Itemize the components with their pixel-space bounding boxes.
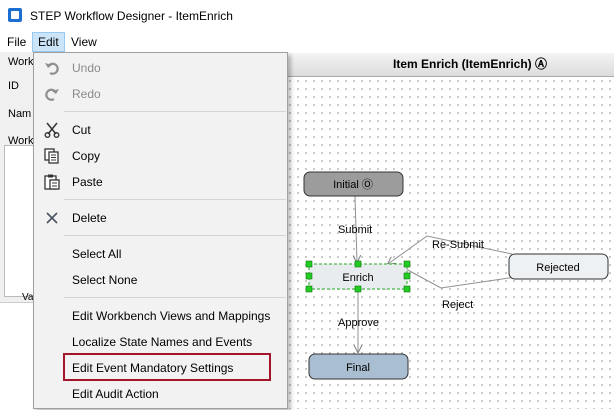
menu-item-delete[interactable]: Delete (34, 205, 287, 231)
workflow-list[interactable] (4, 145, 35, 297)
menu-separator (64, 297, 286, 298)
title-bar: STEP Workflow Designer - ItemEnrich (0, 0, 614, 32)
workflow-section-label: Work (8, 135, 34, 147)
state-rejected[interactable] (508, 253, 609, 280)
menu-item-label: Undo (72, 61, 101, 75)
menu-item-label: Paste (72, 175, 103, 189)
menu-separator (64, 235, 286, 236)
menu-item-label: Edit Workbench Views and Mappings (72, 309, 271, 323)
menu-item-label: Localize State Names and Events (72, 335, 253, 349)
edit-menu-dropdown: Undo Redo Cut Copy Pa (33, 52, 288, 409)
delete-x-icon (46, 212, 58, 224)
menu-item-label: Cut (72, 123, 91, 137)
workflow-diagram[interactable]: Submit Reject Re-Submit Approve Initial … (286, 76, 614, 409)
scissors-icon (44, 122, 60, 138)
menu-separator (64, 199, 286, 200)
paste-icon (44, 174, 60, 190)
menu-item-localize-state-names[interactable]: Localize State Names and Events (34, 329, 287, 355)
menu-item-edit-audit-action[interactable]: Edit Audit Action (34, 381, 287, 407)
transition-submit-line[interactable] (355, 195, 357, 262)
menu-bar: File Edit View (0, 32, 614, 52)
menu-separator (64, 111, 286, 112)
state-final-label: Final (346, 362, 370, 374)
menu-item-edit-event-mandatory[interactable]: Edit Event Mandatory Settings (34, 355, 287, 381)
menu-item-edit-workbench-views[interactable]: Edit Workbench Views and Mappings (34, 303, 287, 329)
menu-item-label: Delete (72, 211, 107, 225)
state-initial-label: Initial Ⓞ (333, 178, 373, 191)
menu-item-paste[interactable]: Paste (34, 169, 287, 195)
menu-item-label: Select None (72, 273, 138, 287)
canvas-title: Item Enrich (ItemEnrich) Ⓐ (392, 57, 548, 71)
menu-item-label: Copy (72, 149, 101, 163)
properties-panel: Work ID Nam Work Va (0, 52, 35, 410)
menu-item-select-all[interactable]: Select All (34, 241, 287, 267)
id-label: ID (8, 80, 19, 92)
workflow-label: Work (8, 56, 34, 68)
transition-reject-label: Reject (442, 299, 473, 311)
transition-resubmit-label: Re-Submit (432, 239, 484, 251)
highlight-box (63, 353, 271, 381)
menu-item-redo[interactable]: Redo (34, 81, 287, 107)
undo-icon (45, 62, 59, 75)
menu-file[interactable]: File (7, 35, 27, 49)
state-final[interactable] (308, 353, 409, 380)
transition-approve-label: Approve (338, 317, 379, 329)
transition-submit-label: Submit (338, 224, 372, 236)
transition-reject-line[interactable] (403, 267, 536, 289)
menu-item-undo[interactable]: Undo (34, 55, 287, 81)
name-label: Nam (8, 108, 32, 120)
menu-item-cut[interactable]: Cut (34, 117, 287, 143)
menu-item-label: Select All (72, 247, 122, 261)
menu-item-select-none[interactable]: Select None (34, 267, 287, 293)
window-title: STEP Workflow Designer - ItemEnrich (30, 9, 233, 23)
app-icon (8, 8, 22, 22)
state-enrich-label: Enrich (342, 272, 373, 284)
menu-view[interactable]: View (71, 35, 97, 49)
menu-item-label: Edit Event Mandatory Settings (72, 361, 234, 375)
selection-handles[interactable] (305, 260, 411, 293)
values-header: Va (22, 292, 34, 303)
menu-item-label: Redo (72, 87, 101, 101)
values-table[interactable]: Va (0, 292, 34, 410)
copy-icon (44, 148, 59, 164)
redo-icon (45, 88, 59, 101)
state-initial[interactable] (303, 171, 404, 197)
workflow-canvas[interactable] (286, 53, 614, 409)
state-rejected-label: Rejected (536, 262, 579, 274)
menu-item-copy[interactable]: Copy (34, 143, 287, 169)
menu-edit[interactable]: Edit (32, 32, 65, 52)
canvas-header: Item Enrich (ItemEnrich) Ⓐ (286, 53, 614, 77)
menu-item-label: Edit Audit Action (72, 387, 159, 401)
transition-resubmit-line[interactable] (388, 235, 513, 264)
